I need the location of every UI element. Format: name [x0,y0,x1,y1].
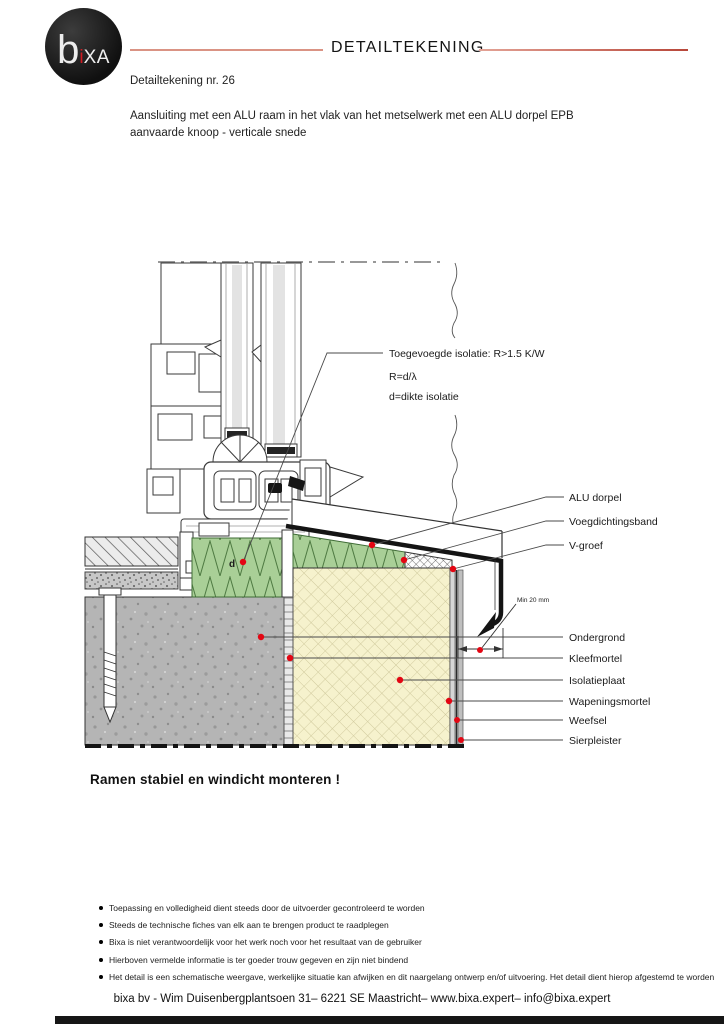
label-formula-r: R=d/λ [389,371,417,383]
header-rule-right [479,49,688,51]
logo-letter-i: i [79,46,84,68]
disclaimer-item: Steeds de technische fiches van elk aan … [99,920,714,930]
label-sierpleister: Sierpleister [569,735,622,747]
disclaimer-item: Het detail is een schematische weergave,… [99,972,714,982]
label-isolatieplaat: Isolatieplaat [569,675,625,687]
insulation-board-yellow [292,567,451,746]
page-title: DETAILTEKENING [331,39,485,56]
dimension-arrow-right [494,646,503,652]
label-kleefmortel: Kleefmortel [569,653,622,665]
label-ondergrond: Ondergrond [569,632,625,644]
leader-lines [242,352,564,741]
label-v-groef: V-groef [569,540,603,552]
bottom-bar [55,1016,724,1024]
label-added-insulation: Toegevoegde isolatie: R>1.5 K/W [389,348,545,360]
label-min-20mm: Min 20 mm [517,597,549,604]
adhesive-mortar-layer [283,596,294,746]
drawing-number: Detailtekening nr. 26 [130,75,235,87]
disclaimer-list: Toepassing en volledigheid dient steeds … [99,903,714,989]
header-rule-left [130,49,323,51]
anchor-screw [98,587,122,724]
break-lines [451,262,458,529]
disclaimer-item: Hierboven vermelde informatie is ter goe… [99,955,714,965]
alu-sill [285,498,504,637]
label-voegdichtingsband: Voegdichtingsband [569,516,658,528]
label-formula-d: d=dikte isolatie [389,391,459,403]
frame-column [281,529,294,598]
mounting-note: Ramen stabiel en windicht monteren ! [90,772,341,787]
added-insulation-green [191,537,283,598]
joint-sealing-tape [404,551,453,571]
concrete-substrate [84,596,285,746]
label-alu-dorpel: ALU dorpel [569,492,622,504]
leader-dots [239,541,483,743]
logo-letters-xa: XA [83,46,110,68]
disclaimer-item: Bixa is niet verantwoordelijk voor het w… [99,937,714,947]
description-line-1: Aansluiting met een ALU raam in het vlak… [130,110,574,122]
description-line-2: aanvaarde knoop - verticale snede [130,127,307,139]
alu-window-frame [146,262,365,541]
label-weefsel: Weefsel [569,715,607,727]
label-d-mark: d [229,559,235,570]
dimension-arrow-left [458,646,467,652]
drawing-description: Aansluiting met een ALU raam in het vlak… [130,108,670,142]
gasket [288,476,305,491]
logo-letter-b: b [57,27,80,72]
disclaimer-item: Toepassing en volledigheid dient steeds … [99,903,714,913]
gasket [268,483,282,493]
label-wapeningsmortel: Wapeningsmortel [569,696,650,708]
footer-address: bixa bv - Wim Duisenbergplantsoen 31– 62… [113,993,611,1005]
masonry-wall [84,536,179,590]
